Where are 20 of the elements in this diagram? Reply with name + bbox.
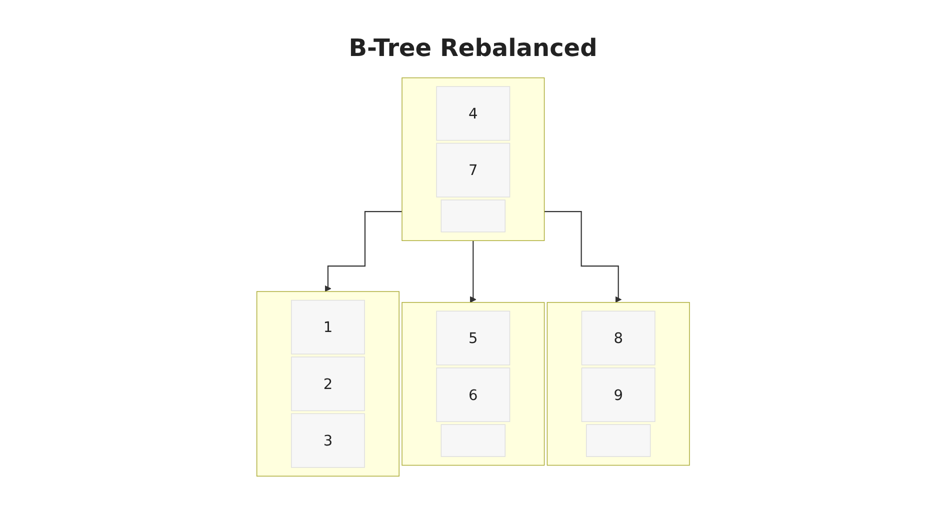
node-box: 3: [290, 413, 365, 468]
node-box: 2: [290, 356, 365, 412]
cluster: [402, 302, 544, 466]
node-box: [586, 424, 651, 457]
node-box: 6: [436, 368, 510, 422]
node-box: [440, 200, 506, 232]
cluster: [546, 302, 690, 466]
node-box: [440, 424, 506, 457]
node-box: 4: [436, 86, 510, 141]
node-box: 9: [581, 368, 656, 422]
node-box: 8: [581, 310, 656, 366]
diagram-title: B-Tree Rebalanced: [348, 34, 598, 62]
arrow: [544, 211, 622, 303]
cluster: [402, 77, 544, 241]
node-box: 1: [290, 300, 365, 354]
cluster: [256, 291, 400, 477]
node-box: 5: [436, 310, 510, 366]
node-box: 7: [436, 142, 510, 198]
arrow: [324, 211, 402, 292]
arrow: [470, 240, 476, 303]
